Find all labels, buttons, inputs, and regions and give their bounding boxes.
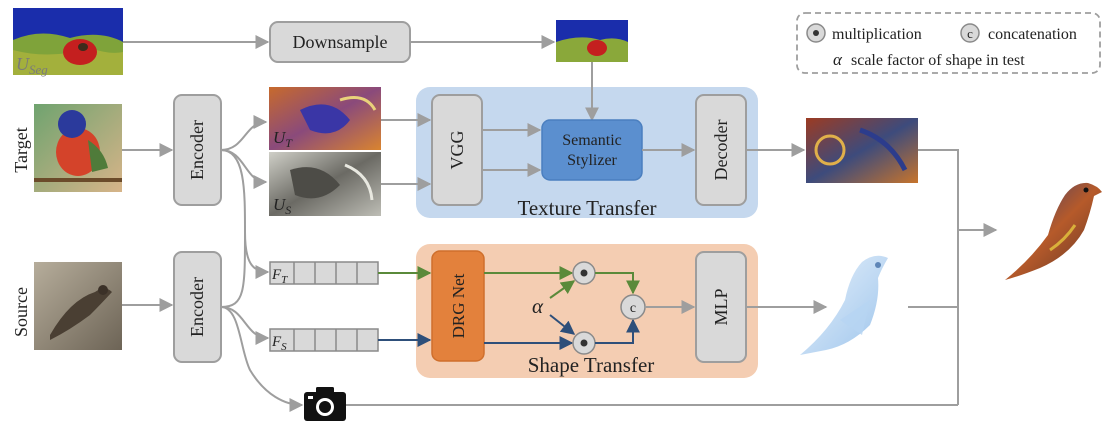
concatenation-legend-label: concatenation xyxy=(988,26,1077,43)
u-seg-label: USeg xyxy=(16,54,48,77)
encoder-target-label: Encoder xyxy=(187,120,207,180)
alpha-label: α xyxy=(532,294,544,318)
f-t-label: FT xyxy=(271,267,288,286)
stylized-texture-image xyxy=(806,118,918,183)
f-s-label: FS xyxy=(271,334,287,353)
semantic-stylizer-box xyxy=(541,119,643,181)
concat-node-symbol: c xyxy=(630,301,636,316)
camera-icon xyxy=(304,387,346,421)
downsample-label: Downsample xyxy=(293,32,388,52)
u-t-label: UT xyxy=(273,128,293,150)
mesh-bird-image xyxy=(800,255,888,355)
vgg-box xyxy=(431,94,483,206)
concat-legend-symbol: c xyxy=(967,26,973,41)
vgg-label: VGG xyxy=(447,131,467,170)
u-s-image xyxy=(269,152,381,216)
semantic-stylizer-label-2: Stylizer xyxy=(567,152,617,169)
u-seg-image xyxy=(13,8,123,75)
semantic-stylizer-label-1: Semantic xyxy=(562,132,622,149)
shape-transfer-panel xyxy=(416,244,758,378)
concatenation-legend-icon xyxy=(960,23,980,43)
decoder-label: Decoder xyxy=(711,120,731,181)
drg-net-label: DRG Net xyxy=(449,273,468,338)
source-bird-image xyxy=(34,262,122,350)
target-bird-image xyxy=(34,104,122,192)
mlp-label: MLP xyxy=(711,288,731,325)
source-label: Source xyxy=(11,287,31,337)
multiplication-legend-label: multiplication xyxy=(832,26,922,43)
u-t-image xyxy=(269,87,381,150)
legend: multiplication c concatenation α scale f… xyxy=(796,12,1101,74)
downsampled-seg-image xyxy=(556,20,628,62)
drg-net-box xyxy=(431,250,485,362)
target-label: Target xyxy=(11,127,31,172)
alpha-legend-symbol: α xyxy=(833,50,843,69)
texture-transfer-label: Texture Transfer xyxy=(517,196,656,220)
output-bird-image xyxy=(1005,182,1102,280)
encoder-source-label: Encoder xyxy=(187,277,207,337)
u-s-label: US xyxy=(273,195,291,217)
shape-transfer-label: Shape Transfer xyxy=(528,353,655,377)
alpha-legend-label: scale factor of shape in test xyxy=(851,52,1025,69)
